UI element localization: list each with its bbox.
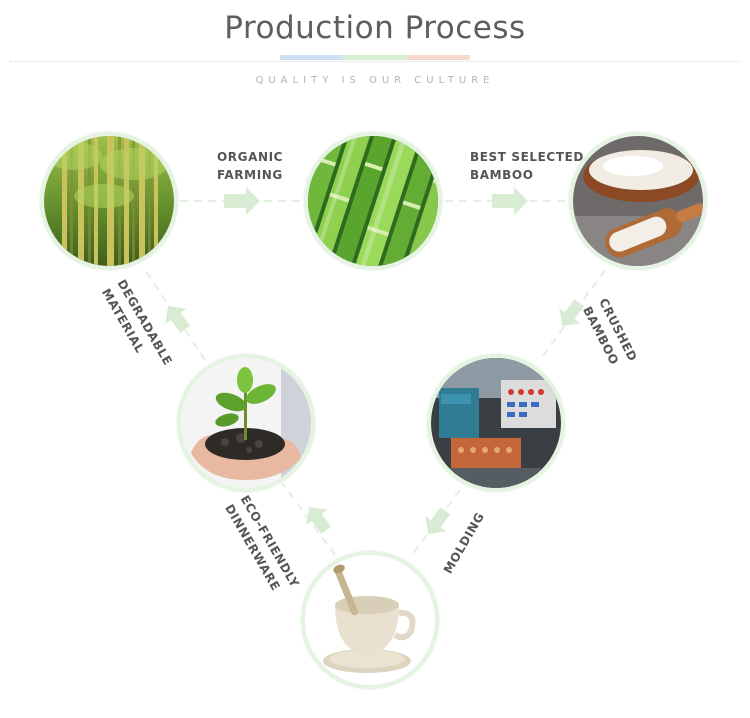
label-organic-farming: ORGANIC FARMING [217, 148, 283, 184]
arrow-right-icon [224, 187, 260, 215]
arrow-up-left-icon [306, 506, 332, 534]
header-divider [10, 61, 740, 62]
underline-blue [280, 55, 344, 60]
molding-machine-photo-icon [431, 358, 561, 488]
arrow-down-left-icon [559, 299, 585, 327]
label-line: BEST SELECTED [470, 150, 584, 164]
bamboo-stalks-photo-icon [308, 136, 438, 266]
step-dinnerware [301, 551, 439, 689]
bamboo-forest-photo-icon [44, 136, 174, 266]
arrow-right-icon [492, 187, 528, 215]
step-molding-machine [427, 354, 565, 492]
bamboo-powder-photo-icon [573, 136, 703, 266]
underline-peach [406, 55, 470, 60]
label-line: FARMING [217, 168, 283, 182]
step-bamboo-powder [569, 132, 707, 270]
connector-3-4 [539, 269, 606, 361]
title-underline [280, 55, 470, 60]
step-bamboo-forest [40, 132, 178, 270]
connector-6-1 [144, 269, 206, 361]
label-line: ORGANIC [217, 150, 284, 164]
seedling-in-hands-photo-icon [181, 358, 311, 488]
label-best-selected-bamboo: BEST SELECTED BAMBOO [470, 148, 584, 184]
page-title: Production Process [224, 10, 526, 46]
step-bamboo-stalks [304, 132, 442, 270]
label-line: BAMBOO [470, 168, 534, 182]
page-subtitle: QUALITY IS OUR CULTURE [255, 75, 495, 86]
arrow-up-left-icon [165, 305, 191, 333]
step-seedling [177, 354, 315, 492]
arrow-down-left-icon [425, 507, 451, 535]
underline-green [343, 55, 407, 60]
bamboo-dinnerware-photo-icon [305, 555, 435, 685]
